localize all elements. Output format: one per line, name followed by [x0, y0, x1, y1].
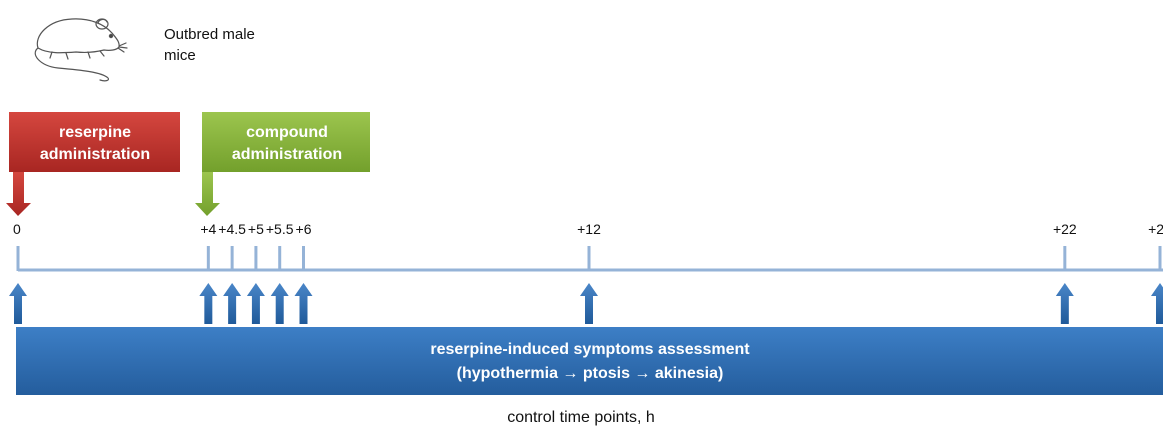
compound-administration-callout: compound administration	[195, 112, 370, 216]
timeline-tick-label: +4	[200, 221, 216, 237]
reserpine-arrow	[6, 172, 31, 216]
control-point-arrow	[199, 283, 218, 324]
assessment-line2: (hypothermia → ptosis → akinesia)	[457, 365, 724, 382]
timeline-tick-label: +6	[296, 221, 312, 237]
control-point-arrow	[580, 283, 598, 324]
control-point-arrow	[223, 283, 242, 324]
timeline-tick-label: +22	[1053, 221, 1077, 237]
timeline-tick-label: 0	[13, 221, 21, 237]
timeline-tick-label: +4.5	[218, 221, 246, 237]
timeline-tick-label: +5.5	[266, 221, 294, 237]
control-point-arrows	[9, 283, 1163, 324]
control-point-arrow	[294, 283, 313, 324]
compound-box	[202, 112, 370, 172]
assessment-line1: reserpine-induced symptoms assessment	[430, 341, 750, 358]
assessment-box	[16, 327, 1163, 395]
control-point-arrow	[1151, 283, 1163, 324]
reserpine-box	[9, 112, 180, 172]
timeline-tick-label: +24	[1148, 221, 1163, 237]
compound-label-line1: compound	[246, 124, 328, 141]
reserpine-administration-callout: reserpine administration	[6, 112, 180, 216]
mouse-icon	[34, 18, 128, 82]
subject-label-line1: Outbred male	[164, 26, 255, 43]
reserpine-label-line1: reserpine	[59, 124, 131, 141]
control-point-arrow	[9, 283, 27, 324]
control-point-arrow	[270, 283, 289, 324]
timeline-tick-label: +5	[248, 221, 264, 237]
compound-label-line2: administration	[232, 146, 342, 163]
control-point-arrow	[1055, 283, 1074, 324]
timeline-tick-label: +12	[577, 221, 601, 237]
timeline-labels: 0 +4+4.5+5+5.5+6 +12 +22 +24	[13, 221, 1163, 237]
assessment-bar: reserpine-induced symptoms assessment (h…	[16, 327, 1163, 395]
compound-arrow	[195, 172, 220, 216]
timeline-ticks	[16, 246, 1162, 271]
subject-label-line2: mice	[164, 47, 196, 64]
time-axis-caption: control time points, h	[507, 409, 655, 426]
control-point-arrow	[246, 283, 265, 324]
reserpine-label-line2: administration	[40, 146, 150, 163]
